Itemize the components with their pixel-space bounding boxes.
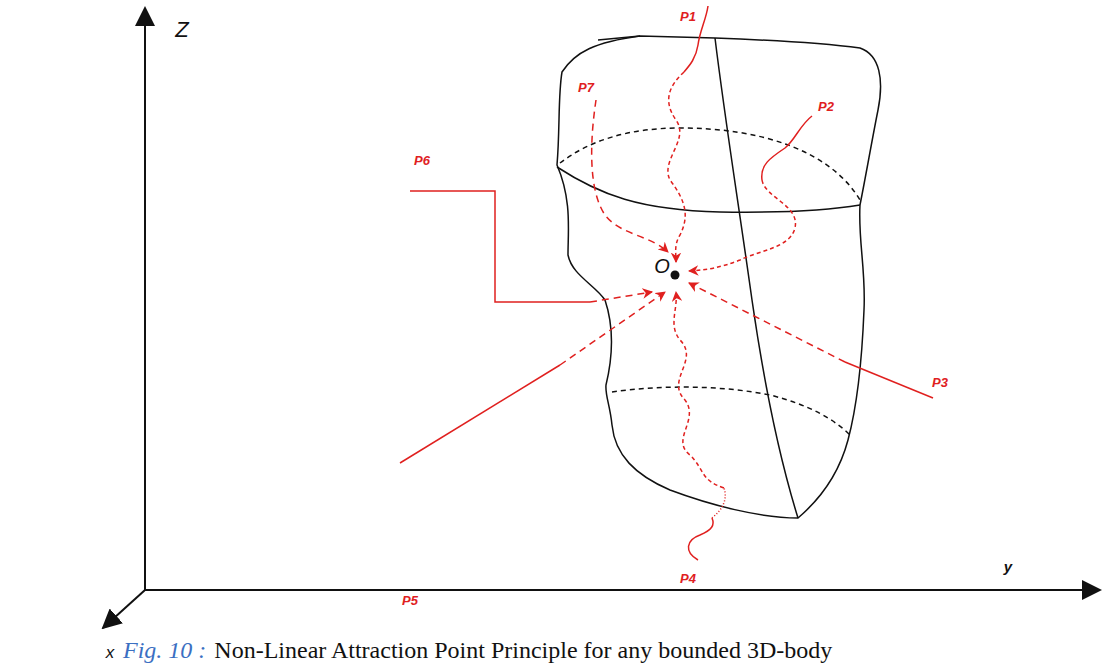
figure-number: Fig. 10 :: [123, 638, 206, 662]
top-band-edge: [557, 167, 860, 212]
path-p2-inside: [689, 180, 795, 271]
path-label: P2: [818, 100, 834, 113]
figure-caption: Non-Linear Attraction Point Principle fo…: [214, 638, 832, 662]
path-p4-outside: [688, 518, 713, 560]
body-outline: [557, 36, 881, 518]
coordinate-axes: [103, 8, 1100, 628]
attraction-paths: [400, 6, 933, 560]
axis-label: Z: [175, 19, 188, 41]
path-label: P7: [578, 81, 594, 94]
path-p4-inside: [674, 292, 724, 488]
body-seam: [715, 38, 798, 518]
y-axis: [145, 589, 1100, 591]
axis-label: x: [106, 644, 115, 661]
z-axis: [144, 8, 146, 590]
top-face-edge: [598, 36, 640, 40]
bottom-hidden-edge: [612, 387, 850, 435]
bounded-body: [557, 36, 881, 518]
path-p5-outside: [400, 365, 560, 463]
path-p2-outside: [762, 116, 812, 180]
path-label: P4: [680, 572, 696, 585]
path-label: P1: [680, 10, 696, 23]
path-p7-inside: [592, 100, 668, 252]
x-axis: [103, 590, 145, 628]
path-label: P6: [414, 154, 430, 167]
path-label: P3: [932, 376, 948, 389]
path-p4-dotted: [712, 488, 725, 518]
path-p6-inside: [590, 292, 652, 302]
top-hidden-edge: [560, 128, 860, 200]
path-label: P5: [402, 594, 418, 607]
path-p6-outside: [410, 191, 590, 302]
point-label: O: [654, 256, 670, 276]
path-p1-inside: [668, 72, 685, 262]
path-p5-inside: [560, 292, 665, 365]
path-p3-inside: [689, 283, 845, 362]
axis-label: y: [1004, 559, 1012, 574]
path-p3-outside: [845, 362, 933, 398]
attraction-point: [671, 271, 680, 280]
